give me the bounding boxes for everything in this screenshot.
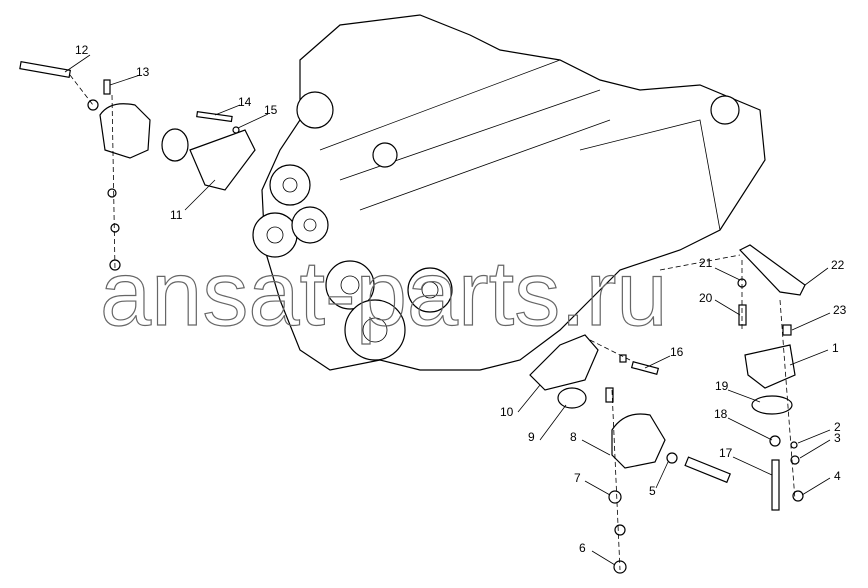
callout-20: 20 (699, 291, 713, 305)
callout-19: 19 (715, 379, 729, 393)
callout-18: 18 (714, 407, 728, 421)
callout-11: 11 (170, 208, 183, 222)
callout-13: 13 (136, 65, 150, 79)
callout-2: 2 (834, 420, 841, 434)
callout-4: 4 (834, 469, 841, 483)
callout-23: 23 (833, 303, 847, 317)
callout-8: 8 (570, 430, 577, 444)
left-mount-parts (19, 61, 256, 271)
watermark: ansat-parts.ru (100, 243, 668, 345)
callout-9: 9 (528, 430, 535, 444)
leader-lines (64, 54, 831, 566)
callout-16: 16 (670, 345, 684, 359)
callout-10: 10 (500, 405, 514, 419)
right-mount-parts (659, 244, 806, 511)
callout-17: 17 (719, 446, 733, 460)
callout-7: 7 (574, 471, 581, 485)
callout-22: 22 (831, 258, 845, 272)
callout-6: 6 (579, 541, 586, 555)
front-mount-parts (529, 334, 731, 574)
callout-14: 14 (238, 95, 252, 109)
callout-3: 3 (834, 431, 841, 445)
callout-15: 15 (264, 103, 278, 117)
callout-5: 5 (649, 484, 656, 498)
callout-12: 12 (75, 43, 89, 57)
engine-assembly (252, 14, 766, 371)
callout-21: 21 (699, 256, 713, 270)
callout-1: 1 (832, 341, 839, 355)
callout-labels: 1 2 3 4 5 6 7 8 9 10 11 12 13 14 15 16 1… (75, 43, 847, 555)
